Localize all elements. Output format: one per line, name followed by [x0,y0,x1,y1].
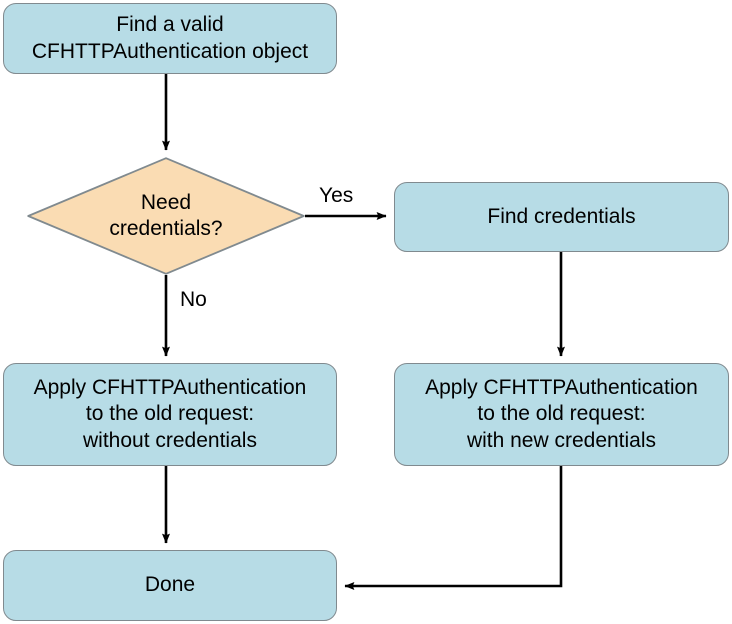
node-apply-without-credentials[interactable]: Apply CFHTTPAuthentication to the old re… [3,363,337,466]
edge-label-no: No [180,288,207,311]
node-find-object[interactable]: Find a valid CFHTTPAuthentication object [3,3,337,74]
node-need-credentials[interactable]: Need credentials? [27,157,305,275]
node-find-credentials-label: Find credentials [487,204,636,228]
edge-apply-with-to-done [344,466,563,590]
node-done[interactable]: Done [3,550,337,621]
edge-paths [162,74,565,590]
node-find-object-label: Find a valid CFHTTPAuthentication object [31,13,309,63]
node-done-label: Done [144,573,196,597]
node-apply-with-new-credentials-label: Apply CFHTTPAuthentication to the old re… [425,376,698,452]
node-apply-without-credentials-label: Apply CFHTTPAuthentication to the old re… [33,376,307,452]
node-apply-with-new-credentials[interactable]: Apply CFHTTPAuthentication to the old re… [394,363,729,466]
edge-label-yes: Yes [319,184,354,207]
decision-diamond-shape [27,157,305,275]
node-find-credentials[interactable]: Find credentials [394,182,729,252]
